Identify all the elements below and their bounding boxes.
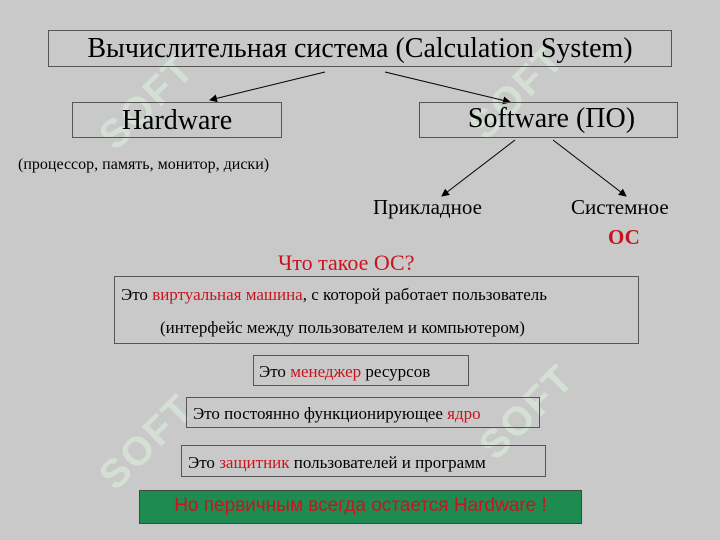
statement-highlight: защитник [219,453,290,472]
kernel-box [186,397,540,428]
resource-manager-text: Это менеджер ресурсов [259,362,430,382]
protector-text: Это защитник пользователей и программ [188,453,486,473]
conclusion-text: Но первичным всегда остается Hardware ! [174,495,547,516]
question-heading: Что такое ОС? [278,250,415,275]
arrow-to-software [384,71,511,105]
statement-highlight: виртуальная машина [152,285,303,304]
statement-prefix: Это [188,453,220,472]
hardware-note: (процессор, память, монитор, диски) [18,156,270,173]
system-software-label: Системное [571,195,669,219]
hardware-label: Hardware [121,105,233,136]
statement-prefix: Это постоянно функционирующее [193,404,448,423]
statement-suffix: пользователей и программ [289,453,486,472]
os-label: ОС [608,225,640,249]
protector-box [181,445,546,477]
statement-suffix: ресурсов [361,362,431,381]
statement-prefix: Это [121,285,153,304]
hardware-box [72,102,282,138]
statement-prefix: Это [259,362,291,381]
statement-highlight: менеджер [290,362,362,381]
arrow-to-system [552,139,627,197]
kernel-text: Это постоянно функционирующее ядро [193,404,481,424]
arrow-to-hardware [209,71,326,103]
virtual-machine-line1: Это виртуальная машина, с которой работа… [121,285,547,305]
applied-software-label: Прикладное [373,195,482,219]
software-label: Software (ПО) [467,103,636,134]
statement-highlight: ядро [447,404,481,423]
resource-manager-box [253,355,469,386]
virtual-machine-line2: (интерфейс между пользователем и компьют… [160,318,525,337]
conclusion-box [139,490,582,524]
page-title: Вычислительная система (Calculation Syst… [87,33,633,64]
arrow-to-applied [441,139,516,197]
virtual-machine-box [114,276,639,344]
statement-suffix: , с которой работает пользователь [302,285,547,304]
title-box [48,30,672,67]
software-box [419,102,678,138]
